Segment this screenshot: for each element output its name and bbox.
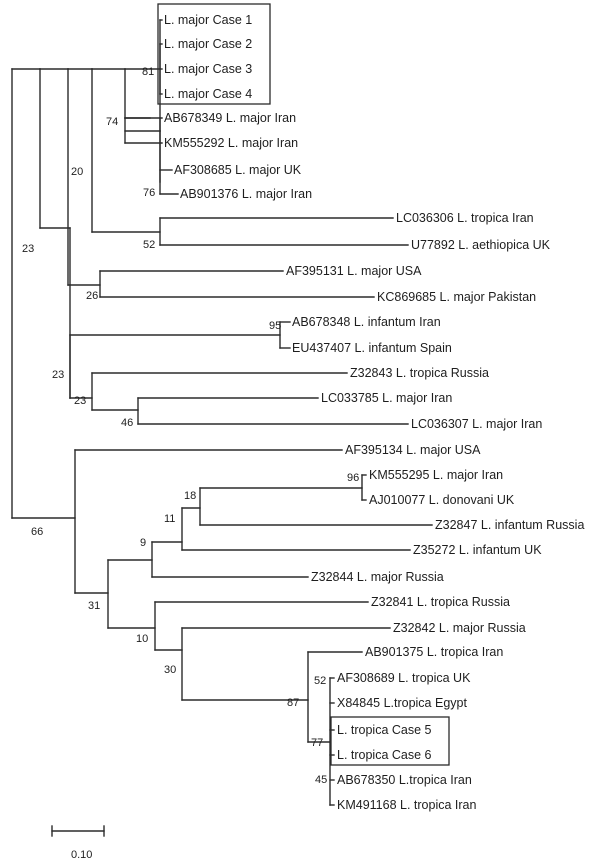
leaf-label: LC036306 L. tropica Iran — [396, 211, 534, 225]
leaf-label: Z32843 L. tropica Russia — [350, 366, 489, 380]
leaf-label: L. tropica Case 6 — [337, 748, 432, 762]
leaf-label: EU437407 L. infantum Spain — [292, 341, 452, 355]
tree-branches — [11, 19, 433, 806]
leaf-label: KC869685 L. major Pakistan — [377, 290, 536, 304]
bootstrap-value: 18 — [184, 490, 196, 502]
leaf-label: KM491168 L. tropica Iran — [337, 798, 476, 812]
leaf-label: L. major Case 3 — [164, 62, 252, 76]
leaf-label: LC033785 L. major Iran — [321, 391, 452, 405]
bootstrap-value: 96 — [347, 472, 359, 484]
bootstrap-value: 52 — [143, 239, 155, 251]
scale-bar-label: 0.10 — [71, 849, 92, 861]
leaf-label: X84845 L.tropica Egypt — [337, 696, 467, 710]
bootstrap-value: 23 — [52, 369, 64, 381]
leaf-label: Z32841 L. tropica Russia — [371, 595, 510, 609]
bootstrap-value: 74 — [106, 116, 118, 128]
leaf-label: AB678348 L. infantum Iran — [292, 315, 441, 329]
leaf-label: Z32847 L. infantum Russia — [435, 518, 584, 532]
leaf-label: U77892 L. aethiopica UK — [411, 238, 551, 252]
leaf-label: AF308685 L. major UK — [174, 163, 302, 177]
leaf-label: AB678349 L. major Iran — [164, 111, 296, 125]
leaf-label: L. major Case 2 — [164, 37, 252, 51]
leaf-label: L. major Case 4 — [164, 87, 252, 101]
leaf-label: AB901376 L. major Iran — [180, 187, 312, 201]
scale-bar: 0.10 — [51, 825, 105, 861]
leaf-label: KM555295 L. major Iran — [369, 468, 503, 482]
leaf-label: AB901375 L. tropica Iran — [365, 645, 503, 659]
leaf-label: L. major Case 1 — [164, 13, 252, 27]
leaf-label: AF308689 L. tropica UK — [337, 671, 471, 685]
bootstrap-value: 26 — [86, 290, 98, 302]
bootstrap-value: 30 — [164, 664, 176, 676]
bootstrap-value: 9 — [140, 537, 146, 549]
leaf-label: LC036307 L. major Iran — [411, 417, 542, 431]
leaf-label: L. tropica Case 5 — [337, 723, 432, 737]
leaf-label: AJ010077 L. donovani UK — [369, 493, 515, 507]
case-box-major — [157, 3, 271, 105]
bootstrap-value: 76 — [143, 187, 155, 199]
bootstrap-values: 81 74 20 76 52 23 26 95 23 23 46 96 18 1… — [22, 66, 359, 786]
case-box-tropica — [330, 716, 450, 766]
bootstrap-value: 52 — [314, 675, 326, 687]
leaf-label: KM555292 L. major Iran — [164, 136, 298, 150]
leaf-labels: L. major Case 1 L. major Case 2 L. major… — [164, 13, 584, 812]
leaf-label: AF395131 L. major USA — [286, 264, 422, 278]
bootstrap-value: 77 — [311, 737, 323, 749]
bootstrap-value: 31 — [88, 600, 100, 612]
bootstrap-value: 23 — [22, 243, 34, 255]
leaf-label: AB678350 L.tropica Iran — [337, 773, 472, 787]
leaf-label: Z32844 L. major Russia — [311, 570, 444, 584]
bootstrap-value: 20 — [71, 166, 83, 178]
bootstrap-value: 46 — [121, 417, 133, 429]
bootstrap-value: 45 — [315, 774, 327, 786]
bootstrap-value: 95 — [269, 320, 281, 332]
leaf-label: AF395134 L. major USA — [345, 443, 481, 457]
bootstrap-value: 23 — [74, 395, 86, 407]
bootstrap-value: 11 — [164, 513, 175, 525]
bootstrap-value: 10 — [136, 633, 148, 645]
leaf-label: Z32842 L. major Russia — [393, 621, 526, 635]
leaf-label: Z35272 L. infantum UK — [413, 543, 542, 557]
bootstrap-value: 87 — [287, 697, 299, 709]
bootstrap-value: 81 — [142, 66, 154, 78]
bootstrap-value: 66 — [31, 526, 43, 538]
